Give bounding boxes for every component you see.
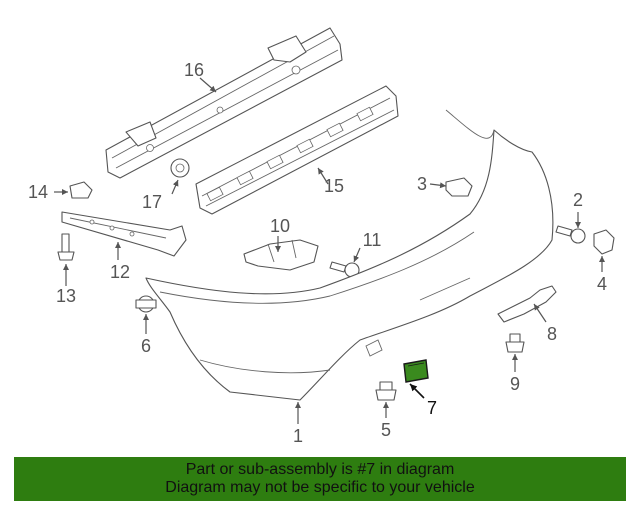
bracket-10-part (243, 239, 319, 271)
info-banner: Part or sub-assembly is #7 in diagram Di… (14, 457, 626, 501)
leader-7 (409, 383, 425, 399)
leader-8 (533, 303, 547, 323)
leader-3 (429, 182, 447, 189)
highlighted-part-7[interactable] (403, 359, 429, 383)
clip-14-part (69, 181, 93, 199)
callout-13[interactable]: 13 (56, 286, 76, 306)
callout-12[interactable]: 12 (110, 262, 130, 282)
callout-16[interactable]: 16 (184, 60, 204, 80)
callout-17[interactable]: 17 (142, 192, 162, 212)
push-pin-5-part (375, 381, 397, 401)
leader-17 (171, 179, 179, 195)
bumper-cover-part (145, 109, 554, 401)
callout-11[interactable]: 11 (363, 230, 382, 250)
clip-4-part (593, 229, 615, 255)
callout-15[interactable]: 15 (324, 176, 344, 196)
clip-nut-part (170, 158, 190, 178)
callout-9[interactable]: 9 (510, 374, 520, 394)
push-clip-6-part (135, 295, 157, 313)
leader-15 (317, 167, 329, 185)
callout-14[interactable]: 14 (28, 182, 48, 202)
banner-line-part-info: Part or sub-assembly is #7 in diagram (185, 461, 455, 478)
grommet-3-part (445, 177, 473, 197)
callout-5[interactable]: 5 (381, 420, 391, 440)
callout-3[interactable]: 3 (417, 174, 427, 194)
callout-7[interactable]: 7 (427, 398, 437, 418)
banner-line-disclaimer: Diagram may not be specific to your vehi… (165, 479, 475, 496)
callout-6[interactable]: 6 (141, 336, 151, 356)
energy-absorber-part (195, 85, 399, 215)
leader-11 (353, 247, 361, 263)
bracket-8-part (497, 285, 557, 323)
callout-10[interactable]: 10 (270, 216, 290, 236)
push-pin-13-part (57, 233, 75, 261)
bolt-11-part (329, 261, 360, 278)
callout-2[interactable]: 2 (573, 190, 583, 210)
reinforcement-beam-part (105, 27, 343, 179)
callout-4[interactable]: 4 (597, 274, 607, 294)
push-pin-9-part (505, 333, 525, 353)
callout-1[interactable]: 1 (293, 426, 303, 446)
bolt-2-part (555, 225, 586, 244)
callout-8[interactable]: 8 (547, 324, 557, 344)
leader-16 (199, 77, 217, 93)
side-bracket-part (61, 211, 187, 257)
